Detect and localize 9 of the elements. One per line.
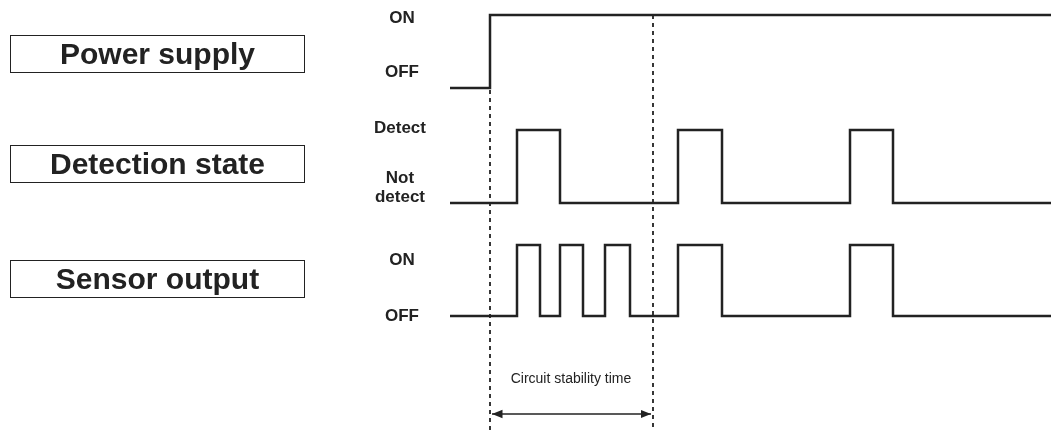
state-label: Detect xyxy=(373,118,427,137)
signal-name-box: Sensor output xyxy=(10,260,305,298)
state-label: OFF xyxy=(384,62,420,81)
state-label: ON xyxy=(388,250,416,269)
state-label: OFF xyxy=(384,306,420,325)
state-label: Not detect xyxy=(373,168,427,206)
signal-name-box: Detection state xyxy=(10,145,305,183)
signal-name-box: Power supply xyxy=(10,35,305,73)
state-label: ON xyxy=(388,8,416,27)
